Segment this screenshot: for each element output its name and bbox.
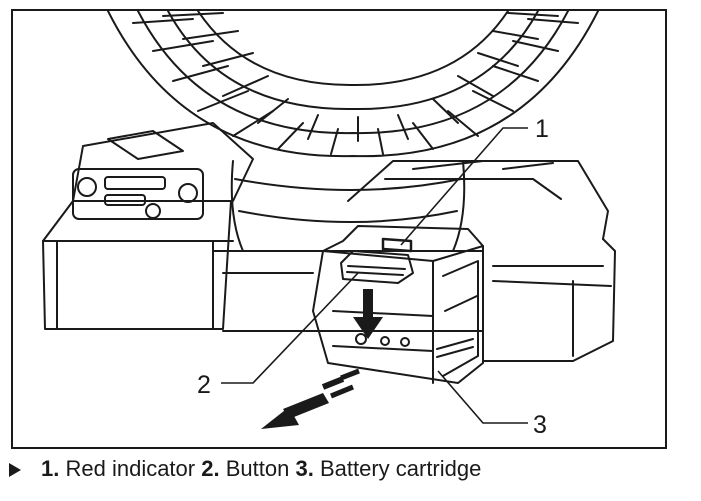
fan-column: [230, 160, 466, 252]
fan-battery-illustration: 1 2 3: [42, 11, 616, 439]
callout-2: 2: [197, 371, 211, 399]
caption-number-1: 1.: [41, 456, 60, 481]
leader-line-3: [437, 370, 528, 424]
figure-frame: 1 2 3: [11, 9, 667, 449]
caption-number-3: 3.: [295, 456, 314, 481]
leader-line-1: [400, 127, 528, 246]
press-down-arrow: [353, 289, 383, 339]
right-housing: [347, 160, 616, 362]
callout-1: 1: [535, 115, 549, 143]
caption-label-3: Battery cartridge: [319, 456, 482, 481]
slide-out-arrow: [261, 368, 360, 429]
caption-label-2: Button: [225, 456, 290, 481]
caption-label-1: Red indicator: [65, 456, 196, 481]
caption-number-2: 2.: [201, 456, 220, 481]
figure-caption: 1. Red indicator 2. Button 3. Battery ca…: [9, 453, 699, 485]
red-indicator-mark: [381, 237, 413, 253]
callout-3: 3: [533, 411, 547, 439]
left-housing: [42, 122, 254, 330]
fan-guard: [107, 11, 599, 158]
leader-line-2: [221, 272, 359, 384]
leader-lines: [221, 127, 528, 424]
base-plate: [212, 250, 484, 332]
right-triangle-icon: [9, 463, 21, 477]
battery-cartridge: [312, 225, 484, 384]
release-button: [340, 250, 414, 284]
